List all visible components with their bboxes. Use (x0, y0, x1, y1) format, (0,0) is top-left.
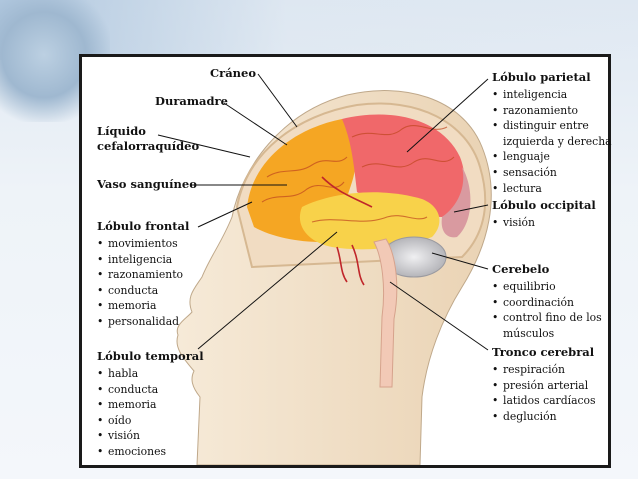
list-item: inteligencia (97, 252, 189, 268)
list-item-continuation: músculos (492, 326, 602, 342)
section-lobulo-parietal: Lóbulo parietal inteligencia razonamient… (492, 70, 591, 196)
brain-diagram-frame: Cráneo Duramadre Líquido cefalorraquídeo… (79, 54, 611, 468)
list-item: memoria (97, 397, 204, 413)
list-item: razonamiento (492, 103, 591, 119)
section-lobulo-frontal: Lóbulo frontal movimientos inteligencia … (97, 219, 189, 330)
list-item: movimientos (97, 236, 189, 252)
list-item: sensación (492, 165, 591, 181)
list-item: emociones (97, 444, 204, 460)
section-title: Lóbulo parietal (492, 70, 591, 85)
section-title: Tronco cerebral (492, 345, 596, 360)
list-item: deglución (492, 409, 596, 425)
list-item: control fino de los (492, 310, 602, 326)
list-item: lenguaje (492, 149, 591, 165)
section-title: Cerebelo (492, 262, 602, 277)
label-duramadre: Duramadre (155, 94, 228, 108)
section-title: Lóbulo frontal (97, 219, 189, 234)
label-craneo: Cráneo (210, 66, 256, 80)
list-item: coordinación (492, 295, 602, 311)
list-item: memoria (97, 298, 189, 314)
list-item: inteligencia (492, 87, 591, 103)
section-lobulo-temporal: Lóbulo temporal habla conducta memoria o… (97, 349, 204, 460)
list-item: conducta (97, 283, 189, 299)
section-lobulo-occipital: Lóbulo occipital visión (492, 198, 596, 231)
list-item: presión arterial (492, 378, 596, 394)
list-item: razonamiento (97, 267, 189, 283)
list-item: equilibrio (492, 279, 602, 295)
section-cerebelo: Cerebelo equilibrio coordinación control… (492, 262, 602, 341)
label-vaso-sanguineo: Vaso sanguíneo (97, 177, 197, 191)
section-tronco-cerebral: Tronco cerebral respiración presión arte… (492, 345, 596, 424)
list-item: personalidad (97, 314, 189, 330)
label-liquido-line1: Líquido (97, 124, 146, 138)
section-title: Lóbulo temporal (97, 349, 204, 364)
list-item: oído (97, 413, 204, 429)
list-item: latidos cardíacos (492, 393, 596, 409)
list-item: habla (97, 366, 204, 382)
list-item: conducta (97, 382, 204, 398)
label-liquido-line2: cefalorraquídeo (97, 139, 199, 153)
list-item: lectura (492, 181, 591, 197)
list-item-continuation: izquierda y derecha (492, 134, 591, 150)
list-item: visión (97, 428, 204, 444)
list-item: respiración (492, 362, 596, 378)
list-item: visión (492, 215, 596, 231)
section-title: Lóbulo occipital (492, 198, 596, 213)
list-item: distinguir entre (492, 118, 591, 134)
